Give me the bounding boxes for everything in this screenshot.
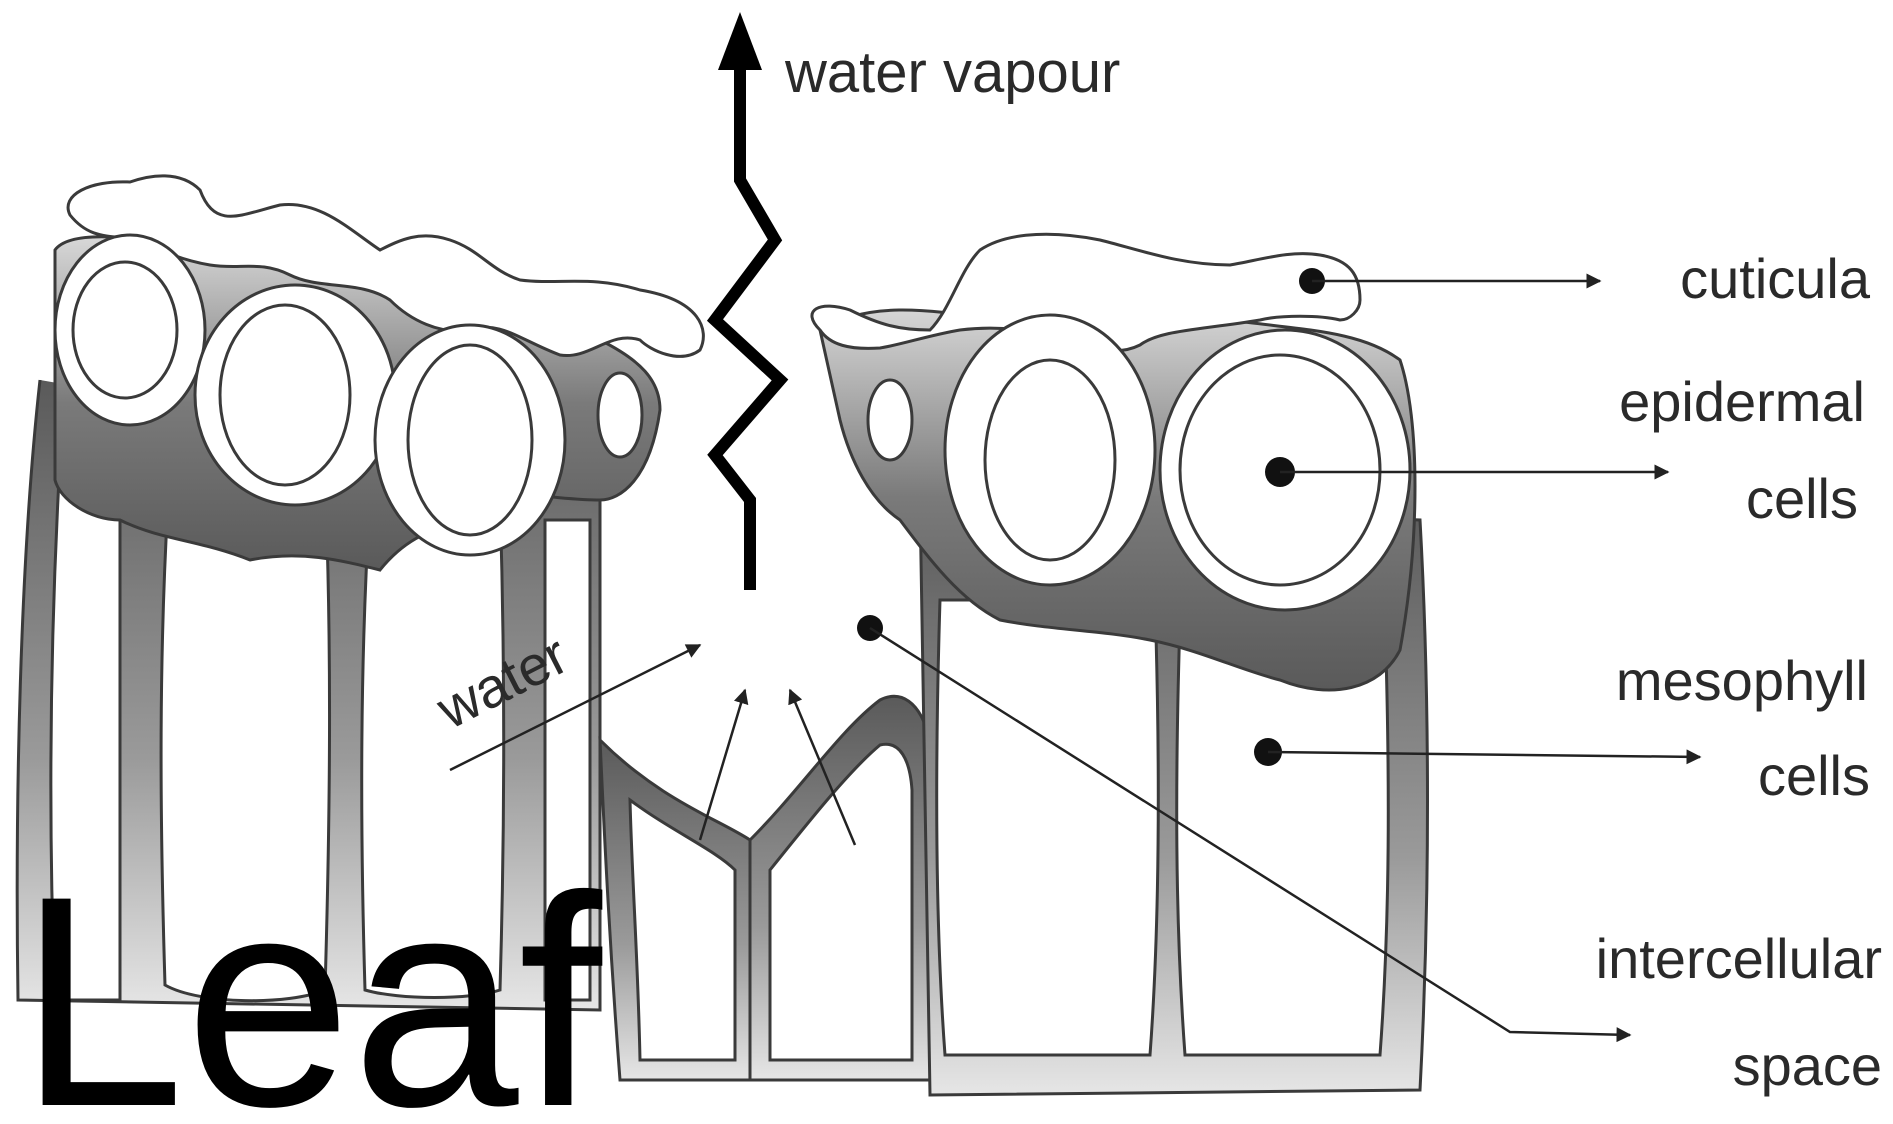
middle-tissue [600, 696, 930, 1080]
epidermal-cell-inner [220, 305, 350, 485]
epidermal-cell-inner [73, 262, 177, 398]
leaf-title: Leaf [18, 833, 603, 1124]
guard-cell-left [598, 373, 642, 457]
intercellular-label-line2: space [1733, 1034, 1882, 1097]
epidermal-cell-inner [408, 345, 532, 535]
substomatal-cell-right-inner [770, 744, 912, 1060]
epidermal-cell-inner [985, 360, 1115, 560]
intercellular-label-line1: intercellular [1596, 927, 1882, 990]
arrow-head-icon [718, 12, 762, 70]
mesophyll-label-line2: cells [1758, 744, 1870, 807]
cuticula-label: cuticula [1680, 247, 1871, 310]
mesophyll-cell [937, 600, 1159, 1055]
epidermal-label-line1: epidermal [1619, 370, 1865, 433]
water-vapour-label: water vapour [784, 40, 1120, 105]
epidermal-label-line2: cells [1746, 467, 1858, 530]
guard-cell-right [868, 380, 912, 460]
water-vapour-arrow [715, 12, 780, 590]
mesophyll-label-line1: mesophyll [1616, 649, 1868, 712]
